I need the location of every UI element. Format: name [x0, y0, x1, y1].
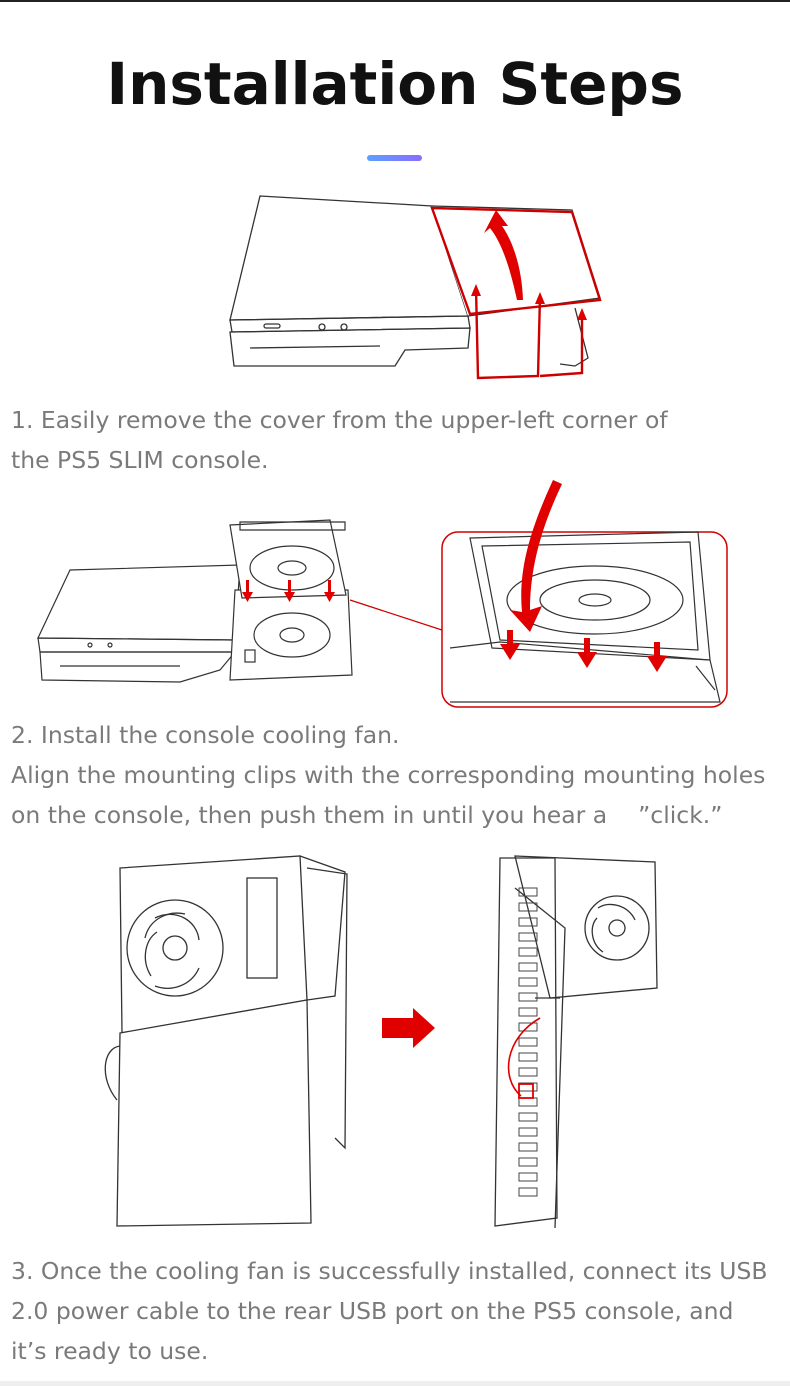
step3-text: 3. Once the cooling fan is successfully … — [11, 1251, 789, 1371]
step3-line2: 2.0 power cable to the rear USB port on … — [11, 1297, 734, 1325]
step3-line3: it’s ready to use. — [11, 1337, 209, 1365]
step1-line2: the PS5 SLIM console. — [11, 446, 269, 474]
top-divider — [0, 0, 790, 2]
bottom-divider — [0, 1381, 790, 1386]
step2-line1: 2. Install the console cooling fan. — [11, 721, 400, 749]
step3-line1: 3. Once the cooling fan is successfully … — [11, 1257, 768, 1285]
step2-text: 2. Install the console cooling fan. Alig… — [11, 715, 789, 835]
step1-line1: 1. Easily remove the cover from the uppe… — [11, 406, 668, 434]
title-accent-bar — [367, 155, 422, 161]
step3-illustration — [104, 855, 658, 1229]
step1-text: 1. Easily remove the cover from the uppe… — [11, 400, 789, 480]
page-title: Installation Steps — [106, 50, 684, 118]
step2-line2: Align the mounting clips with the corres… — [11, 761, 766, 789]
step2-illustration — [37, 480, 728, 708]
step1-illustration — [229, 195, 602, 380]
step2-line3: on the console, then push them in until … — [11, 801, 723, 829]
